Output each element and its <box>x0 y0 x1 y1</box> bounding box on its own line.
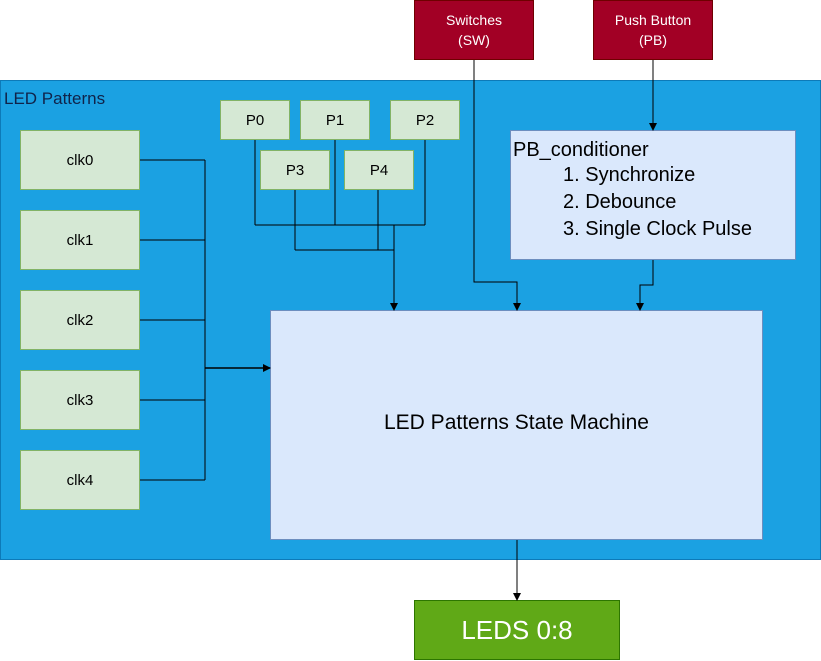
clock-block-4: clk4 <box>20 450 140 510</box>
clock-label: clk3 <box>66 391 94 409</box>
leds-output-box: LEDS 0:8 <box>414 600 620 660</box>
push-button-abbrev: (PB) <box>639 32 667 48</box>
pb-step: 1. Synchronize <box>563 164 696 186</box>
clock-block-1: clk1 <box>20 210 140 270</box>
state-machine-block: LED Patterns State Machine <box>270 310 763 540</box>
pattern-block-p2: P2 <box>390 100 460 140</box>
switches-label: Switches <box>445 12 503 28</box>
pb-conditioner-block: PB_conditioner 1. Synchronize 2. Debounc… <box>510 130 796 260</box>
state-machine-label: LED Patterns State Machine <box>384 411 649 434</box>
pb-conditioner-wire <box>636 260 654 311</box>
pb-step: 2. Debounce <box>563 191 677 213</box>
push-button-label: Push Button <box>614 12 692 28</box>
pattern-label: P1 <box>325 111 345 129</box>
container-title: LED Patterns <box>4 89 106 108</box>
clock-label: clk2 <box>66 311 94 329</box>
switches-input-box: Switches (SW) <box>414 0 534 60</box>
pattern-label: P3 <box>285 161 305 179</box>
pattern-label: P0 <box>245 111 265 129</box>
pb-step: 3. Single Clock Pulse <box>563 218 752 240</box>
pattern-block-p4: P4 <box>344 150 414 190</box>
switches-abbrev: (SW) <box>458 32 490 48</box>
leds-label: LEDS 0:8 <box>461 614 573 645</box>
clock-label: clk1 <box>66 231 94 249</box>
pattern-block-p0: P0 <box>220 100 290 140</box>
clock-block-0: clk0 <box>20 130 140 190</box>
clock-label: clk0 <box>66 151 94 169</box>
pb-conditioner-title: PB_conditioner <box>513 139 649 161</box>
switches-wire <box>473 60 521 311</box>
pb-conditioner-steps: 1. Synchronize 2. Debounce 3. Single Clo… <box>511 162 795 243</box>
pattern-block-p1: P1 <box>300 100 370 140</box>
pattern-label: P2 <box>415 111 435 129</box>
push-button-input-box: Push Button (PB) <box>593 0 713 60</box>
clock-label: clk4 <box>66 471 94 489</box>
pattern-block-p3: P3 <box>260 150 330 190</box>
clock-block-2: clk2 <box>20 290 140 350</box>
clock-block-3: clk3 <box>20 370 140 430</box>
pattern-label: P4 <box>369 161 389 179</box>
